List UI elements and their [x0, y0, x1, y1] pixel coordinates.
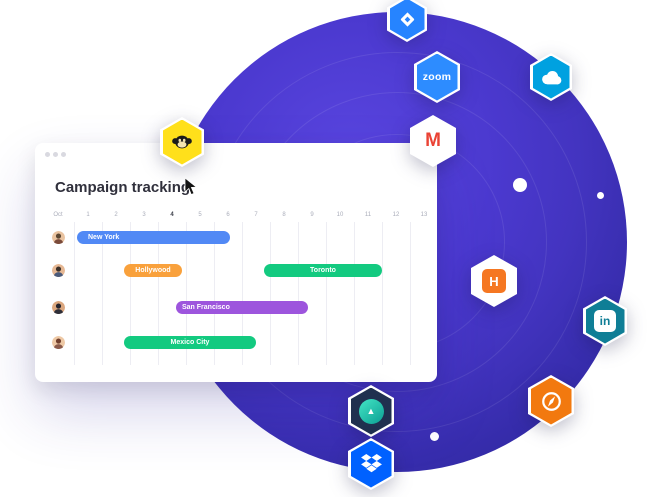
- timeline-bar[interactable]: New York: [77, 231, 230, 244]
- decorative-dot: [597, 192, 604, 199]
- gmail-icon[interactable]: M: [410, 115, 456, 167]
- window-title: Campaign tracking: [55, 179, 191, 196]
- grid-line: [74, 222, 75, 365]
- window-controls: [45, 152, 66, 157]
- window-control-dot[interactable]: [53, 152, 58, 157]
- timeline-day: 11: [364, 212, 372, 218]
- grid-line: [158, 222, 159, 365]
- zoom-icon[interactable]: zoom: [414, 51, 460, 103]
- timeline-day: 13: [420, 212, 428, 218]
- avatar: [52, 264, 65, 277]
- campaign-tracking-window: Campaign tracking Oct 1 2 3 4 5 6 7 8 9 …: [35, 143, 437, 382]
- window-control-dot[interactable]: [61, 152, 66, 157]
- grid-line: [270, 222, 271, 365]
- timeline-day: 12: [392, 212, 400, 218]
- dropbox-icon[interactable]: [348, 438, 394, 490]
- timeline-bar-label: Mexico City: [170, 339, 210, 346]
- timeline-day: 6: [226, 212, 230, 218]
- cursor-icon: [181, 177, 199, 201]
- timeline-bar-label: New York: [88, 234, 120, 241]
- grid-line: [130, 222, 131, 365]
- mailchimp-icon[interactable]: [160, 117, 204, 167]
- salesforce-icon[interactable]: [530, 53, 572, 101]
- linkedin-icon[interactable]: in: [583, 296, 627, 346]
- timeline-day: 10: [336, 212, 344, 218]
- grid-line: [410, 222, 411, 365]
- timeline-day: 9: [310, 212, 314, 218]
- grid-line: [354, 222, 355, 365]
- timeline-day: 8: [282, 212, 286, 218]
- grid-line: [326, 222, 327, 365]
- gmail-m-label: M: [425, 130, 441, 151]
- hubspot-h-label: H: [489, 273, 499, 289]
- timeline-bar-label: Hollywood: [135, 267, 171, 274]
- compass-icon[interactable]: [528, 375, 574, 427]
- window-control-dot[interactable]: [45, 152, 50, 157]
- timeline-day-current: 4: [170, 212, 174, 218]
- zoom-label: zoom: [422, 71, 452, 83]
- timeline-day: 7: [254, 212, 258, 218]
- avatar: [52, 336, 65, 349]
- timeline-day: 2: [114, 212, 118, 218]
- grid-line: [186, 222, 187, 365]
- teal-circle-glyph: ▲: [358, 398, 384, 424]
- grid-line: [102, 222, 103, 365]
- avatar: [52, 301, 65, 314]
- timeline-bar-label: Toronto: [310, 267, 336, 274]
- grid-line: [214, 222, 215, 365]
- linkedin-in-label: in: [599, 314, 611, 328]
- timeline-bar[interactable]: Toronto: [264, 264, 382, 277]
- teal-circle-app-icon[interactable]: ▲: [348, 385, 394, 437]
- grid-line: [298, 222, 299, 365]
- avatar: [52, 231, 65, 244]
- grid-line: [382, 222, 383, 365]
- timeline-day: 5: [198, 212, 202, 218]
- timeline-bar[interactable]: Mexico City: [124, 336, 256, 349]
- timeline-day: 3: [142, 212, 146, 218]
- grid-line: [242, 222, 243, 365]
- decorative-dot: [513, 178, 527, 192]
- timeline-day: 1: [86, 212, 90, 218]
- hubspot-icon[interactable]: H: [471, 255, 517, 307]
- timeline-bar-label: San Francisco: [182, 304, 230, 311]
- jira-icon[interactable]: [387, 0, 427, 42]
- decorative-dot: [430, 432, 439, 441]
- timeline-bar[interactable]: Hollywood: [124, 264, 182, 277]
- timeline-bar[interactable]: San Francisco: [176, 301, 308, 314]
- timeline-month-label: Oct: [53, 212, 63, 218]
